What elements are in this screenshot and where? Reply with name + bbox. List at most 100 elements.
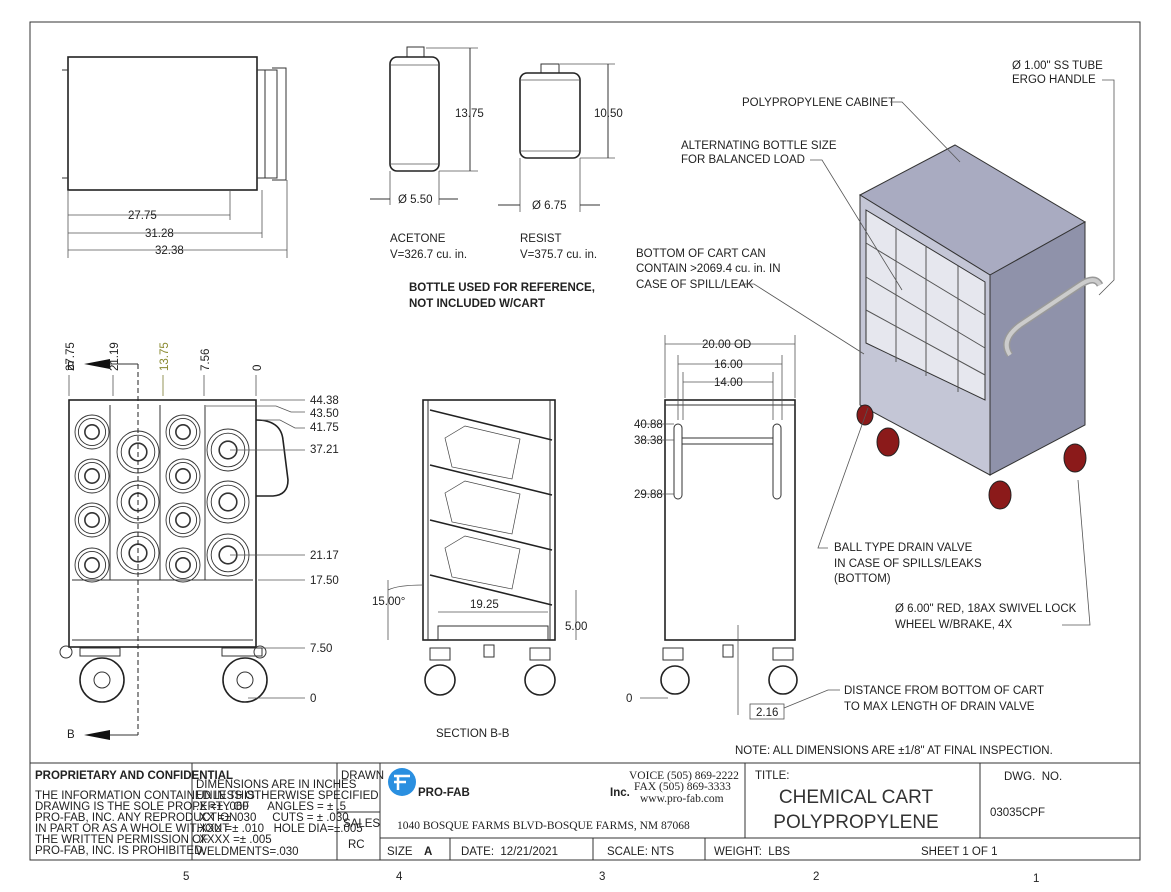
front-view: B B 27.75 21.19 13.75 7.56 0 44.38 43.50… (59, 342, 339, 741)
dim-front-right-41-75: 41.75 (310, 422, 339, 434)
bottle-end-circle (175, 512, 191, 528)
acetone-volume: V=326.7 cu. in. (390, 249, 467, 261)
proprietary-line: PRO-FAB, INC. ANY REPRODUCTION (35, 812, 237, 824)
resist-volume: V=375.7 cu. in. (520, 249, 597, 261)
bottle-end-circle (165, 458, 201, 494)
bottle-end-circle (168, 461, 198, 491)
callout-distance-line1: DISTANCE FROM BOTTOM OF CART (844, 685, 1044, 697)
isometric-view (856, 144, 1104, 510)
resist-label: RESIST (520, 233, 562, 245)
tolerance-line: .X =± .060 ANGLES = ± .5 (196, 801, 346, 813)
dim-side-14: 14.00 (714, 377, 743, 389)
handle-front (255, 419, 289, 497)
callout-wheel-line1: Ø 6.00" RED, 18AX SWIVEL LOCK (895, 603, 1077, 615)
bottle-end-circle (84, 424, 100, 440)
inspection-note: NOTE: ALL DIMENSIONS ARE ±1/8" AT FINAL … (735, 745, 1053, 757)
dim-top-width-with-handle: 31.28 (145, 228, 174, 240)
callout-bottom-line1: BOTTOM OF CART CAN (636, 248, 766, 260)
dim-front-right-37-21: 37.21 (310, 444, 339, 456)
tolerance-line: .XXX =± .010 HOLE DIA=±.005 (196, 823, 363, 835)
dwg-no-label: DWG. NO. (1004, 771, 1062, 783)
dim-acetone-diameter: Ø 5.50 (398, 194, 433, 206)
sales-value: RC (348, 839, 365, 851)
dim-front-top-13-75: 13.75 (159, 342, 171, 371)
callout-wheel-line2: WHEEL W/BRAKE, 4X (895, 619, 1012, 631)
tolerance-line: .XXXX =± .005 (196, 834, 272, 846)
zone-2: 2 (813, 871, 819, 883)
callouts: Ø 1.00" SS TUBE ERGO HANDLE POLYPROPYLEN… (636, 60, 1115, 713)
dim-front-right-21-17: 21.17 (310, 550, 339, 562)
callout-cabinet: POLYPROPYLENE CABINET (742, 97, 895, 109)
front-wheel-right (221, 645, 268, 703)
dim-resist-diameter: Ø 6.75 (532, 200, 567, 212)
company-suffix: Inc. (610, 787, 630, 799)
callout-handle-line2: ERGO HANDLE (1012, 74, 1096, 86)
bottle-end-circle (84, 512, 100, 528)
section-marker-top: B (67, 361, 75, 373)
bottle-end-circle (165, 414, 201, 450)
fax-phone: FAX (505) 869-3333 (634, 781, 731, 793)
size-label: SIZE (387, 846, 413, 858)
dim-top-overall: 32.38 (155, 245, 184, 257)
handle-top (257, 67, 287, 181)
website: www.pro-fab.com (640, 793, 724, 805)
bottle-end-circle (74, 458, 110, 494)
bottle-end-circle (175, 424, 191, 440)
bottle-end-circle (218, 492, 238, 512)
bottle-note-line2: NOT INCLUDED W/CART (409, 298, 545, 310)
bottle-resist: 10.50 Ø 6.75 RESIST V=375.7 cu. in. (498, 63, 623, 261)
proprietary-line: THE WRITTEN PERMISSION OF (35, 834, 208, 846)
tolerance-line: WELDMENTS=.030 (196, 846, 299, 858)
proprietary-line: IN PART OR AS A WHOLE WITHOUT (35, 823, 229, 835)
dim-section-width: 19.25 (470, 599, 499, 611)
title-line1: CHEMICAL CART (779, 787, 934, 808)
bottle-note-line1: BOTTLE USED FOR REFERENCE, (409, 282, 595, 294)
acetone-label: ACETONE (390, 233, 446, 245)
dim-front-top-27-75: 27.75 (65, 342, 77, 371)
dim-section-height: 5.00 (565, 621, 587, 633)
callout-drain-line3: (BOTTOM) (834, 573, 891, 585)
bottle-end-circle (84, 468, 100, 484)
dim-side-16: 16.00 (714, 359, 743, 371)
zone-1: 1 (1033, 873, 1039, 885)
pro-fab-logo: PRO-FAB Inc. (388, 768, 630, 799)
dim-side-40-88: 40.88 (634, 419, 663, 431)
section-b-b-view: 15.00° 19.25 5.00 SECTION B-B (372, 399, 587, 740)
dim-acetone-height: 13.75 (455, 108, 484, 120)
bottle-end-circle (77, 550, 107, 580)
tolerance-line: DIMENSIONS ARE IN INCHES (196, 779, 357, 791)
dim-side-0: 0 (626, 693, 632, 705)
callout-bottom-line3: CASE OF SPILL/LEAK (636, 279, 754, 291)
bottle-end-circle (77, 417, 107, 447)
dim-side-drain: 2.16 (756, 707, 778, 719)
callout-handle-line1: Ø 1.00" SS TUBE (1012, 60, 1103, 72)
bottle-end-circle (74, 414, 110, 450)
title-label: TITLE: (755, 770, 790, 782)
bottle-end-circle (165, 502, 201, 538)
callout-alternating-line2: FOR BALANCED LOAD (681, 154, 805, 166)
zone-5: 5 (183, 871, 189, 883)
tolerance-line: UNLESS OTHERWISE SPECIFIED (196, 790, 379, 802)
bottle-end-circle (210, 484, 246, 520)
bottle-end-circle (206, 480, 250, 524)
dim-front-top-0: 0 (252, 365, 264, 371)
cart-top-outline (67, 56, 258, 191)
date: DATE: 12/21/2021 (461, 846, 558, 858)
zone-3: 3 (599, 871, 605, 883)
callout-distance-line2: TO MAX LENGTH OF DRAIN VALVE (844, 701, 1035, 713)
dim-front-top-21-19: 21.19 (109, 342, 121, 371)
dim-side-38-38: 38.38 (634, 435, 663, 447)
title-line2: POLYPROPYLENE (773, 812, 938, 833)
proprietary-line: DRAWING IS THE SOLE PROPERTY OF (35, 801, 249, 813)
bottle-end-circle (84, 557, 100, 573)
dim-resist-height: 10.50 (594, 108, 623, 120)
drawn-label: DRAWN (341, 770, 384, 782)
bottle-end-circle (165, 547, 201, 583)
tolerance-line: .XX =± .030 CUTS = ± .030 (196, 812, 349, 824)
dim-front-top-7-56: 7.56 (200, 349, 212, 371)
callout-drain-line1: BALL TYPE DRAIN VALVE (834, 542, 973, 554)
iso-wheels (856, 404, 1087, 510)
dim-front-right-43-50: 43.50 (310, 408, 339, 420)
side-view: 20.00 OD 16.00 14.00 40.88 38.38 29.88 0… (626, 335, 798, 720)
